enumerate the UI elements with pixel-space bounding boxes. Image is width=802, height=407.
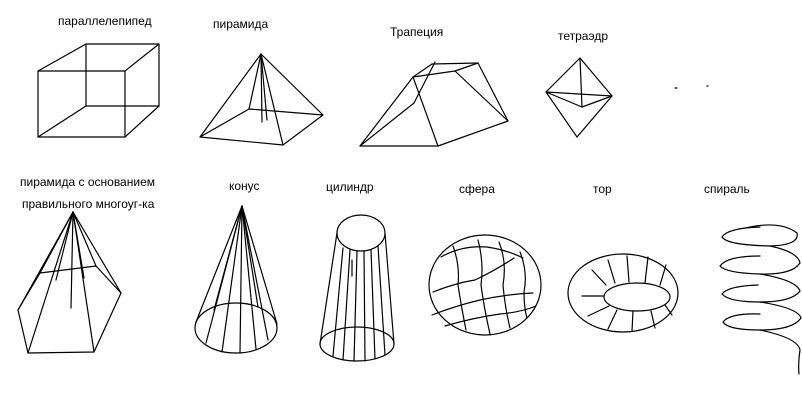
label-pyramid: пирамида	[213, 17, 269, 31]
label-trapezoid: Трапеция	[390, 25, 444, 39]
parallelepiped-figure	[37, 43, 160, 138]
pyramid-figure	[199, 53, 324, 146]
label-spiral: спираль	[704, 182, 750, 196]
label-cone: конус	[229, 179, 260, 193]
label-torus: тор	[593, 182, 612, 196]
torus-figure	[567, 253, 679, 333]
spiral-figure	[719, 224, 802, 375]
label-sphere: сфера	[459, 182, 495, 196]
regular-pyramid-figure	[17, 211, 122, 354]
cylinder-figure	[319, 214, 395, 362]
label-regular-pyramid-line2: правильного многоуг-ка	[22, 197, 155, 211]
tetrahedron-figure	[545, 57, 613, 138]
label-parallelepiped: параллелепипед	[58, 14, 152, 28]
label-cylinder: цилиндр	[326, 180, 374, 194]
label-regular-pyramid-line1: пирамида с основанием	[20, 175, 155, 189]
cone-figure	[194, 205, 278, 354]
sphere-figure	[428, 234, 542, 336]
label-tetrahedron: тетраэдр	[558, 29, 609, 43]
trapezoid-figure	[359, 61, 509, 147]
